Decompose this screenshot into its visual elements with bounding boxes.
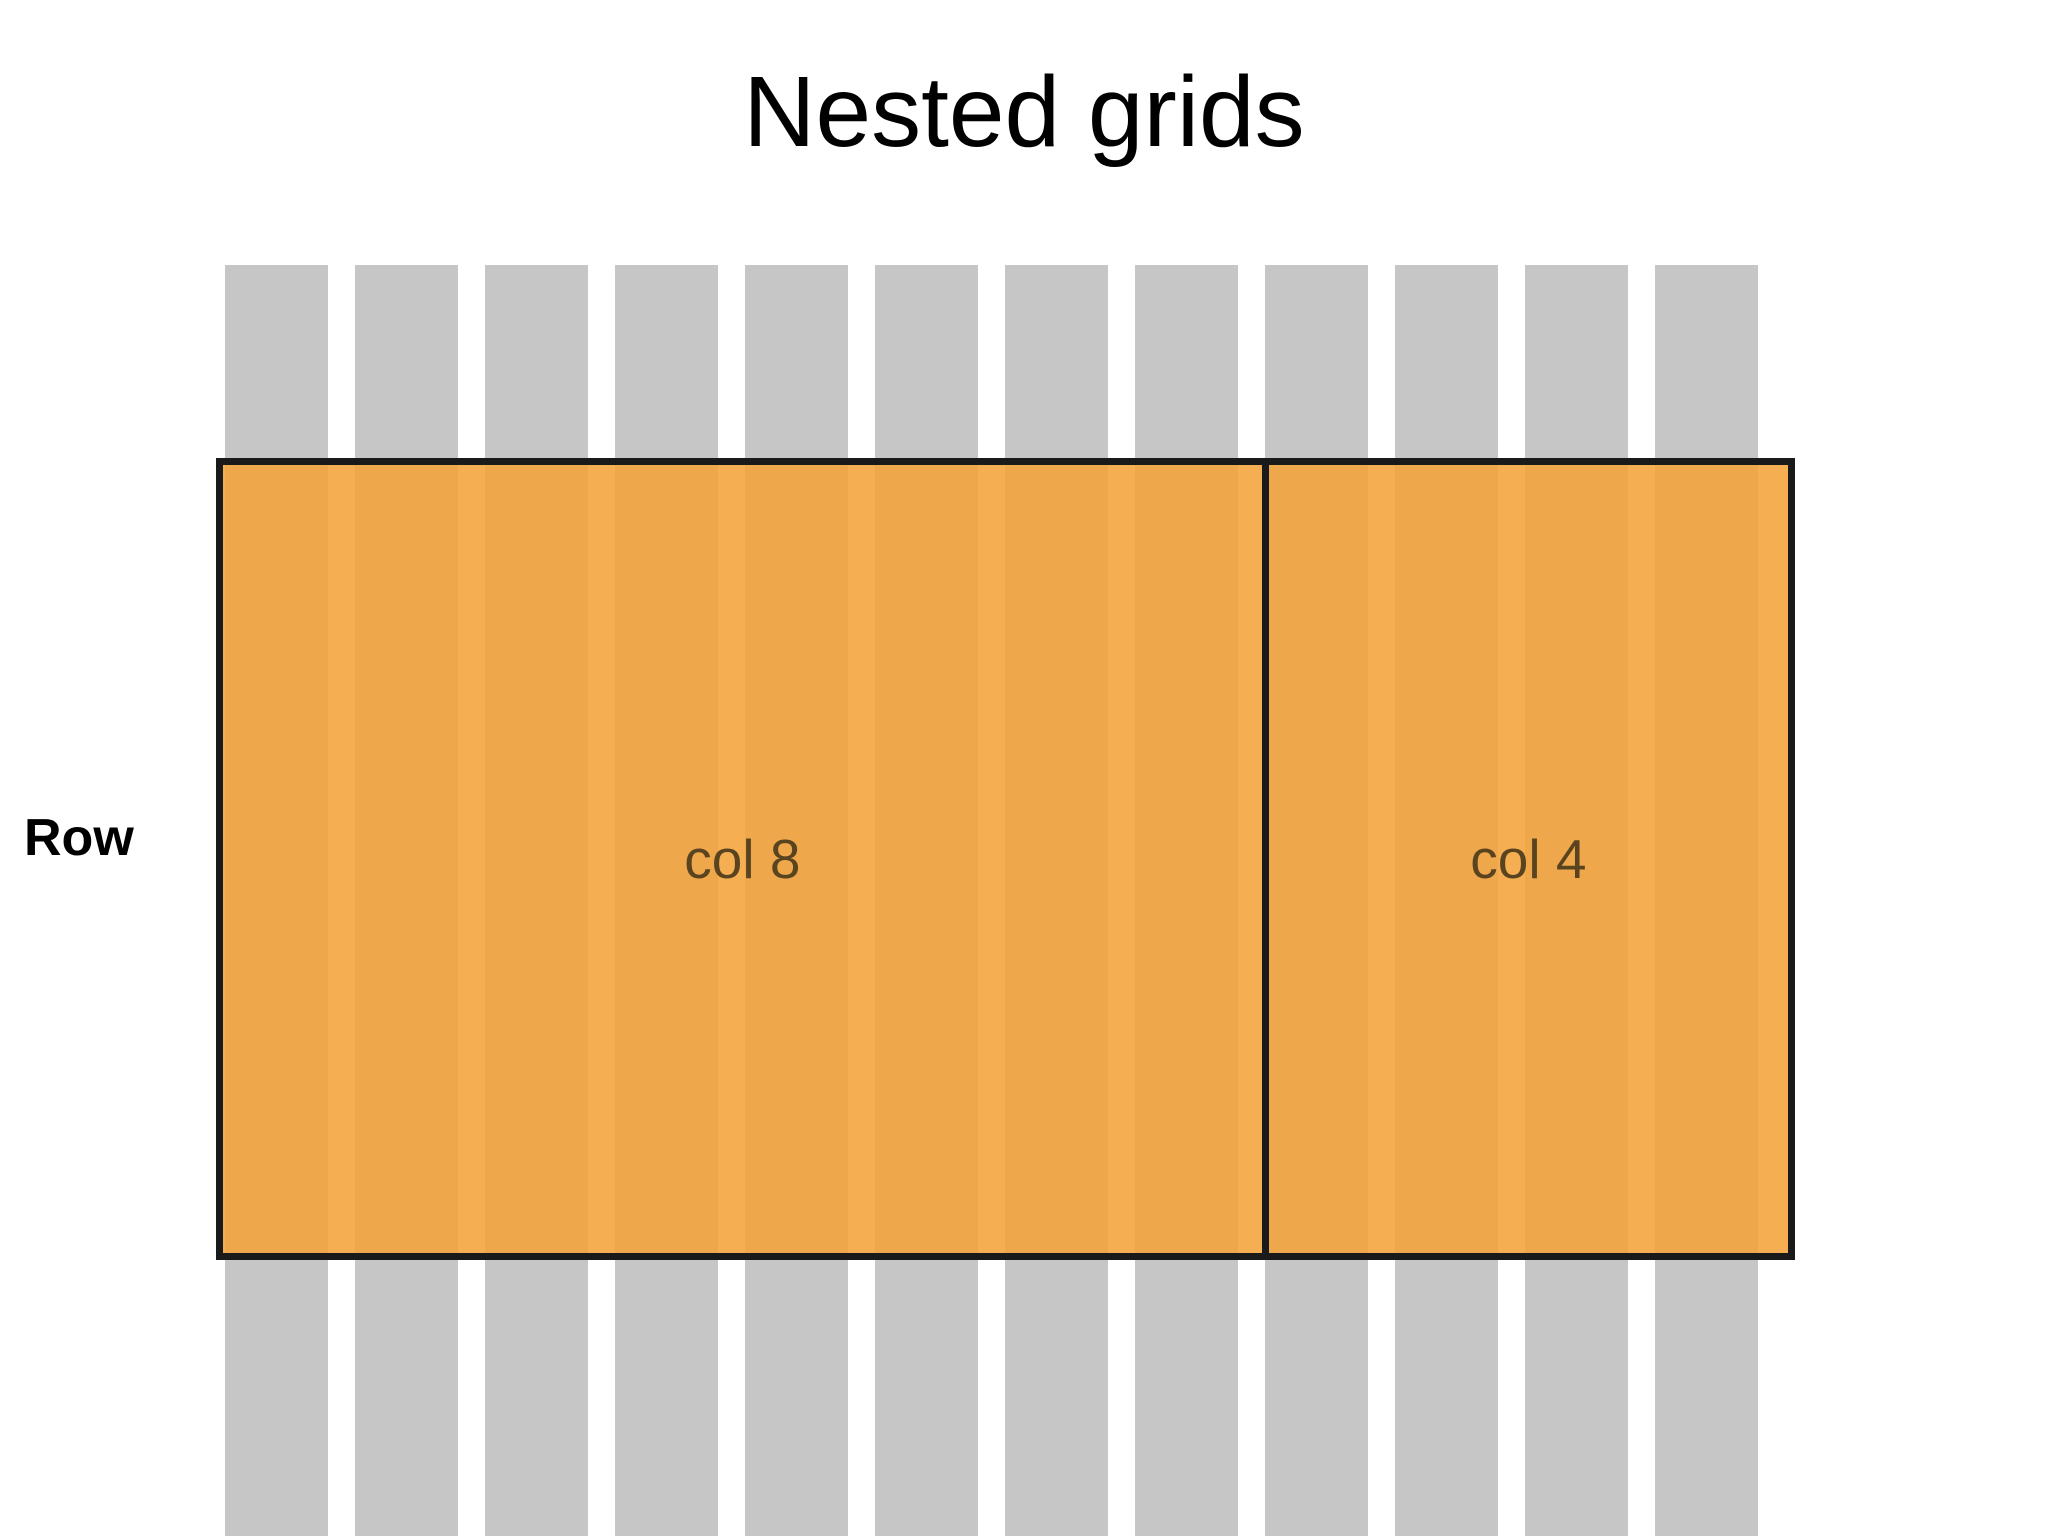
row-container: col 8 col 4 bbox=[216, 458, 1795, 1260]
grid-cell-col4-label: col 4 bbox=[1470, 827, 1587, 890]
grid-cell-col8-label: col 8 bbox=[684, 827, 801, 890]
page-title: Nested grids bbox=[743, 56, 1305, 168]
grid-cell-col4[interactable]: col 4 bbox=[1268, 465, 1788, 1253]
grid-cell-col8[interactable]: col 8 bbox=[223, 465, 1269, 1253]
row-axis-label: Row bbox=[24, 809, 134, 867]
